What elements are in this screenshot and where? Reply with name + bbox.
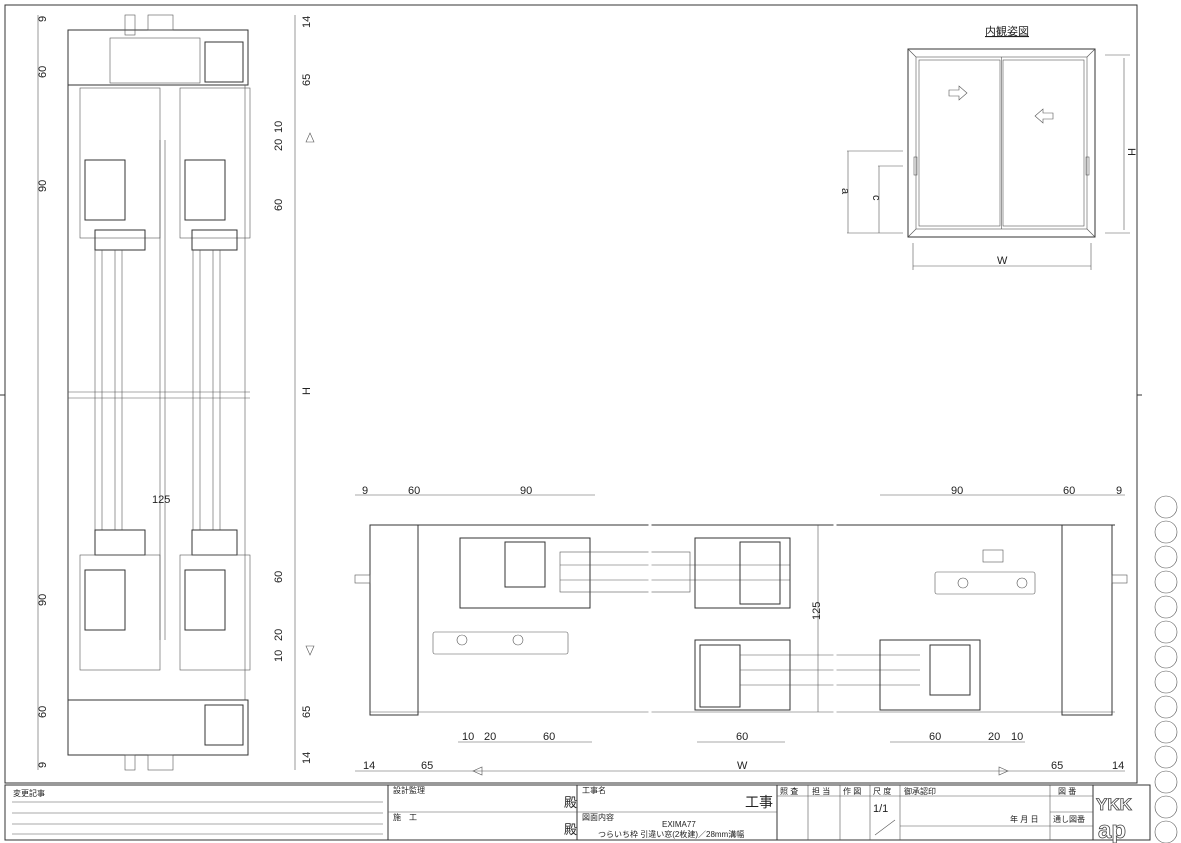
dim-label: 60 [543, 731, 555, 743]
dim-label: 60 [273, 199, 285, 211]
product-name: EXIMA77 [662, 820, 696, 829]
design-supervision-label: 設計監理 [393, 785, 425, 795]
vertical-section [67, 14, 251, 771]
dim-label: 9 [37, 762, 49, 768]
dim-label: 90 [37, 180, 49, 192]
width-label: W [997, 255, 1008, 267]
serial-number-label: 通し図番 [1053, 814, 1085, 824]
dim-label: 65 [1051, 760, 1063, 772]
arrow-right-icon [948, 85, 968, 101]
dim-label: 125 [811, 602, 823, 620]
dim-label: 65 [301, 706, 313, 718]
revision-circles [1154, 495, 1178, 843]
scale-value: 1/1 [873, 803, 888, 815]
charge-label: 担 当 [812, 786, 830, 796]
dim-label: 60 [929, 731, 941, 743]
drawing-content-label: 図面内容 [582, 812, 614, 822]
dim-label: 10 [273, 650, 285, 662]
dim-label: 90 [37, 594, 49, 606]
honorific: 殿 [564, 795, 577, 810]
c-label: c [870, 195, 882, 201]
dim-label: 14 [301, 16, 313, 28]
dim-label: 20 [484, 731, 496, 743]
project-suffix: 工事 [745, 794, 773, 810]
dim-label: 20 [988, 731, 1000, 743]
center-dim-label: 125 [152, 494, 170, 506]
drawing-number-label: 図 番 [1058, 786, 1076, 796]
dim-label: 20 [273, 629, 285, 641]
dim-label: 60 [37, 706, 49, 718]
dim-label: 90 [951, 485, 963, 497]
dim-label: 9 [362, 485, 368, 497]
check-label: 照 査 [780, 786, 798, 796]
dim-label: 14 [1112, 760, 1124, 772]
arrow-left-icon [1034, 108, 1054, 124]
dim-label: H [301, 387, 313, 395]
vertical-right-dims: 14 65 10 20 60 H 60 20 10 65 14 [273, 15, 315, 770]
dim-label: 60 [1063, 485, 1075, 497]
handle-icon [1085, 156, 1090, 176]
dim-label: 10 [273, 121, 285, 133]
drafter-label: 作 図 [843, 786, 861, 796]
dim-label: 90 [520, 485, 532, 497]
a-label: a [839, 188, 851, 195]
dim-label: 65 [421, 760, 433, 772]
change-log-label: 変更記事 [13, 788, 45, 798]
project-name-label: 工事名 [582, 785, 606, 795]
title-block: 変更記事 設計監理 施 工 殿 殿 工事名 工事 図面内容 EXIMA77 つら… [4, 784, 1151, 843]
interior-view-title: 内観姿図 [985, 24, 1029, 38]
construction-label: 施 工 [393, 812, 417, 822]
dim-label: 20 [273, 139, 285, 151]
dim-label: 14 [301, 752, 313, 764]
dim-label: 10 [1011, 731, 1023, 743]
dim-label: 60 [273, 571, 285, 583]
dim-label: 9 [37, 16, 49, 22]
dim-label: 14 [363, 760, 375, 772]
approval-label: 御承認印 [904, 786, 936, 796]
dim-label: 65 [301, 74, 313, 86]
dim-label: 9 [1116, 485, 1122, 497]
dim-label: 10 [462, 731, 474, 743]
honorific: 殿 [564, 822, 577, 837]
height-label: H [1125, 148, 1137, 156]
handle-icon [913, 156, 918, 176]
dim-label: 60 [37, 66, 49, 78]
ykk-ap-logo: YKK ap [1096, 795, 1133, 843]
date-label: 年 月 日 [1010, 814, 1038, 824]
horizontal-dims: 9 60 90 90 60 9 10 20 60 60 60 20 10 14 … [355, 485, 1125, 776]
dim-label: 60 [408, 485, 420, 497]
dim-label: 60 [736, 731, 748, 743]
horizontal-section [354, 520, 1128, 720]
scale-label: 尺 度 [873, 786, 891, 796]
svg-text:YKK: YKK [1096, 795, 1133, 814]
drawing-description: つらいち枠 引違い窓(2枚建)／28mm溝幅 [598, 829, 744, 839]
interior-view: 内観姿図 H W a c [839, 24, 1137, 270]
vertical-left-dims: 9 60 90 90 60 9 [37, 15, 49, 770]
sheet-border [4, 4, 1138, 784]
dim-label: W [737, 760, 748, 772]
svg-text:ap: ap [1098, 817, 1126, 843]
